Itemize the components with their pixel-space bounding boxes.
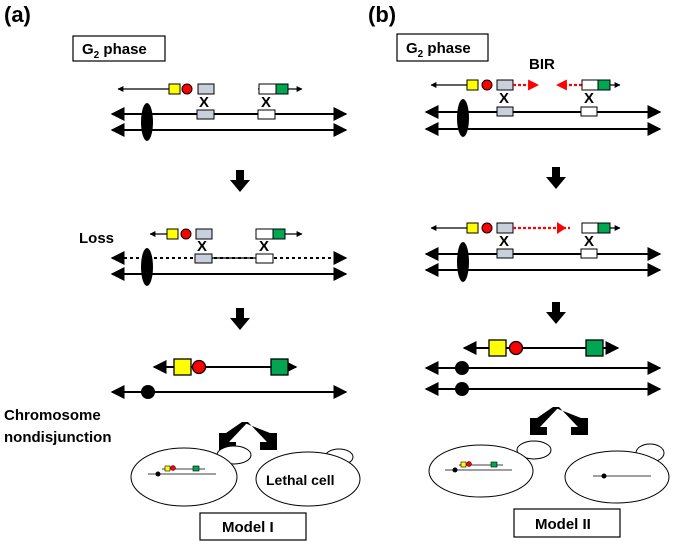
panel-a-label: (a) bbox=[4, 2, 31, 27]
cell-bud bbox=[516, 440, 552, 460]
white-repeat bbox=[255, 253, 274, 264]
panel-a: (a) G2 phase X X Loss bbox=[4, 2, 361, 541]
arrow-down-icon bbox=[230, 170, 250, 192]
cell-body bbox=[255, 451, 361, 507]
grey-repeat bbox=[197, 83, 215, 95]
centromere bbox=[141, 248, 153, 286]
cell-body bbox=[428, 444, 534, 498]
crossover-mark: X bbox=[259, 238, 269, 255]
stage1-a: X X bbox=[110, 83, 348, 141]
centromere bbox=[601, 473, 607, 479]
split-arrow-icon bbox=[219, 422, 277, 450]
yellow-marker bbox=[168, 83, 181, 95]
model-label-b: Model II bbox=[535, 516, 591, 533]
grey-repeat bbox=[496, 222, 514, 234]
green-marker bbox=[192, 465, 200, 472]
daughter-cell-b2 bbox=[564, 443, 670, 504]
stage3-b bbox=[424, 339, 662, 396]
green-marker bbox=[490, 461, 498, 468]
red-marker bbox=[180, 228, 192, 240]
g2-phase-box-a bbox=[72, 35, 166, 62]
arrow-down-icon bbox=[546, 167, 566, 189]
panel-b: (b) G2 phase BIR X X bbox=[368, 2, 670, 538]
crossover-mark: X bbox=[584, 233, 594, 250]
bir-label: BIR bbox=[529, 56, 555, 73]
yellow-marker bbox=[460, 461, 467, 468]
red-marker bbox=[466, 461, 472, 467]
red-marker bbox=[191, 359, 207, 375]
yellow-marker bbox=[173, 358, 192, 376]
model-label-a: Model I bbox=[222, 519, 274, 536]
crossover-mark: X bbox=[261, 94, 271, 111]
red-marker bbox=[481, 79, 493, 91]
crossover-mark: X bbox=[499, 233, 509, 250]
grey-repeat bbox=[496, 106, 514, 117]
white-repeat bbox=[580, 248, 598, 259]
daughter-cell-b1 bbox=[428, 440, 552, 498]
green-marker bbox=[270, 358, 289, 376]
white-repeat bbox=[257, 109, 276, 120]
red-marker bbox=[481, 222, 493, 234]
stage2-b: X X bbox=[424, 222, 662, 282]
stage1-b: X X bbox=[424, 79, 662, 137]
crossover-mark: X bbox=[499, 90, 509, 107]
grey-repeat bbox=[496, 248, 514, 259]
model-box-b bbox=[513, 508, 621, 538]
white-repeat bbox=[258, 83, 277, 95]
grey-repeat bbox=[194, 253, 213, 264]
white-repeat bbox=[581, 79, 599, 91]
crossover-mark: X bbox=[199, 94, 209, 111]
g2-phase-label-b: G2 phase bbox=[406, 40, 471, 60]
centromere bbox=[457, 242, 469, 282]
arrow-down-icon bbox=[546, 302, 566, 324]
nondisjunction-label-line1: Chromosome bbox=[4, 407, 101, 424]
grey-repeat bbox=[496, 79, 514, 91]
green-marker bbox=[275, 83, 289, 95]
grey-repeat bbox=[195, 228, 213, 240]
daughter-cell-a1 bbox=[130, 445, 252, 507]
arrow-down-icon bbox=[230, 308, 250, 330]
centromere bbox=[455, 382, 469, 396]
loss-label: Loss bbox=[79, 230, 114, 247]
cell-body bbox=[564, 450, 670, 504]
crossover-mark: X bbox=[584, 90, 594, 107]
red-marker bbox=[181, 83, 193, 95]
yellow-marker bbox=[164, 465, 171, 472]
stage3-a bbox=[110, 358, 348, 399]
centromere bbox=[455, 361, 469, 375]
grey-repeat bbox=[196, 109, 215, 120]
yellow-marker bbox=[488, 339, 507, 357]
green-marker bbox=[585, 339, 604, 357]
white-repeat bbox=[581, 222, 599, 234]
stage2-a: Loss X X bbox=[79, 228, 348, 286]
yellow-marker bbox=[466, 79, 479, 91]
cell-body bbox=[130, 447, 238, 507]
green-marker bbox=[272, 228, 286, 240]
lethal-cell: Lethal cell bbox=[255, 448, 361, 507]
nondisjunction-label-line2: nondisjunction bbox=[4, 429, 111, 446]
g2-phase-box-b bbox=[396, 33, 489, 62]
centromere bbox=[457, 99, 469, 137]
lethal-cell-label: Lethal cell bbox=[266, 472, 334, 488]
yellow-marker bbox=[466, 222, 479, 234]
model-box-a bbox=[199, 512, 307, 541]
bir-meet-arrow bbox=[557, 222, 566, 234]
split-arrow-icon bbox=[530, 407, 588, 435]
g2-phase-label-a: G2 phase bbox=[82, 41, 147, 61]
red-marker bbox=[170, 465, 176, 471]
crossover-mark: X bbox=[197, 238, 207, 255]
yellow-marker bbox=[166, 228, 179, 240]
panel-b-label: (b) bbox=[368, 2, 396, 27]
centromere bbox=[141, 385, 155, 399]
green-marker bbox=[597, 222, 611, 234]
white-repeat bbox=[580, 106, 598, 117]
centromere bbox=[155, 471, 161, 477]
centromere bbox=[141, 103, 153, 141]
red-marker bbox=[508, 340, 524, 356]
green-marker bbox=[597, 79, 611, 91]
centromere bbox=[452, 467, 458, 473]
